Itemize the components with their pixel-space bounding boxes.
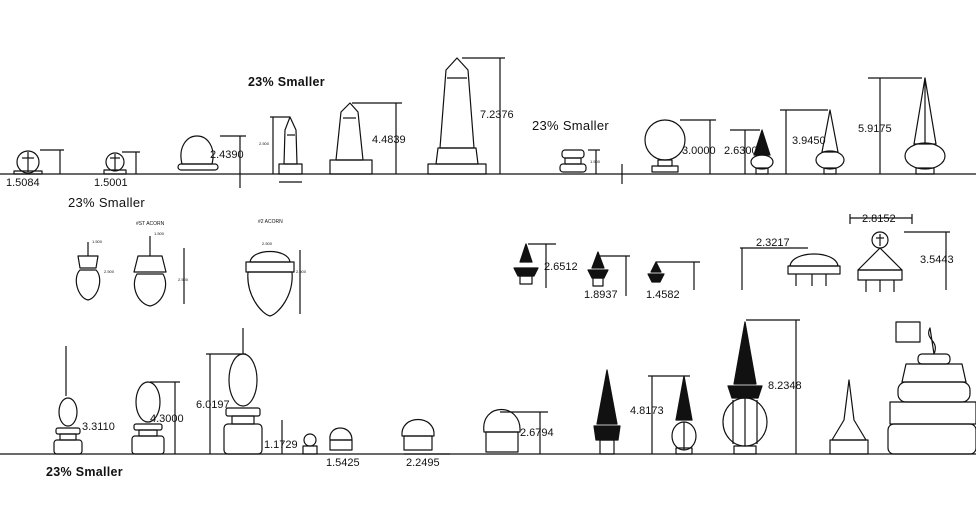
acorn-st-title: #ST ACORN — [136, 221, 165, 227]
dim-3000: 3.0000 — [682, 145, 716, 157]
dimension-r2-4 — [740, 247, 808, 290]
acorn-st-tag: 1.500 — [154, 231, 165, 236]
dimension-1 — [40, 149, 64, 174]
finial-stacked-pagoda — [887, 321, 976, 455]
scale-note-top-right: 23% Smaller — [532, 118, 609, 133]
dimension-8 — [680, 119, 716, 174]
acorn-st-height: 2.500 — [178, 277, 189, 282]
acorn-small-height: 2.500 — [104, 269, 115, 274]
finial-mini-ball — [302, 433, 318, 455]
finial-onion-medium — [401, 419, 435, 451]
dim-8234: 8.2348 — [768, 380, 802, 392]
finial-ball-cross-1 — [13, 150, 43, 175]
acorn-2 — [245, 250, 301, 317]
acorn-2-tag: 2.500 — [262, 241, 273, 246]
finial-black-2 — [587, 251, 609, 287]
dim-1172: 1.1729 — [264, 439, 298, 451]
dimension-9 — [730, 129, 760, 174]
dim-7237: 7.2376 — [480, 109, 514, 121]
dim-1893: 1.8937 — [584, 289, 618, 301]
acorn-small-tag: 1.500 — [92, 239, 103, 244]
dim-1508: 1.5084 — [6, 177, 40, 189]
dimension-r3-2 — [150, 381, 180, 454]
finial-spire-tall — [904, 77, 946, 175]
dim-5917: 5.9175 — [858, 123, 892, 135]
dim-1500-small: 1.500 — [590, 159, 601, 164]
dim-2815: 2.8152 — [862, 213, 896, 225]
dimension-r2-3 — [656, 261, 700, 290]
dim-3311: 3.3110 — [82, 421, 115, 433]
finial-cross-cap — [857, 231, 903, 292]
finial-round-cap — [177, 135, 219, 171]
finial-small-spire — [750, 129, 774, 175]
dimension-r2-1 — [528, 243, 556, 288]
finial-onion-small — [329, 427, 353, 451]
finial-small-turned — [559, 149, 600, 174]
dim-2651: 2.6512 — [544, 261, 578, 273]
dim-1500: 1.5001 — [94, 177, 128, 189]
finial-obelisk-tall — [427, 57, 487, 175]
dim-3945: 3.9450 — [792, 135, 826, 147]
dim-2439: 2.4390 — [210, 149, 244, 161]
finial-black-spire-tall — [722, 321, 768, 455]
finial-black-spire-1 — [593, 369, 621, 455]
dim-4483: 4.4839 — [372, 134, 406, 146]
dimension-r3-3 — [206, 353, 246, 454]
dimension-6 — [462, 57, 505, 174]
dimension-r3-9 — [746, 319, 800, 454]
acorn-2-height: 2.500 — [296, 269, 307, 274]
dimension-11 — [868, 77, 922, 174]
dimension-r3-8 — [648, 375, 690, 454]
finial-bell-spire — [829, 379, 869, 455]
finial-egg-tall — [223, 328, 263, 455]
dimension-2 — [122, 151, 140, 174]
scale-note-top-center: 23% Smaller — [248, 75, 325, 89]
dimension-3 — [220, 135, 246, 188]
dimension-5 — [352, 102, 402, 174]
dimension-r3-7 — [500, 411, 548, 454]
finial-egg-small — [53, 397, 83, 455]
finial-obelisk-medium — [329, 102, 373, 175]
finial-ball — [644, 119, 686, 173]
finial-black-1 — [513, 243, 539, 285]
dim-3544: 3.5443 — [920, 254, 954, 266]
finial-small-obelisk — [270, 116, 303, 183]
dimension-r2-2 — [600, 255, 630, 296]
dim-2321: 2.3217 — [756, 237, 790, 249]
dim-2249: 2.2495 — [406, 457, 440, 469]
dim-2630: 2.6300 — [724, 145, 758, 157]
dim-4300: 4.3000 — [150, 413, 184, 425]
scale-note-mid-left: 23% Smaller — [68, 195, 145, 210]
finial-egg-medium — [131, 381, 165, 455]
dimension-10 — [780, 109, 828, 174]
finial-black-spire-2 — [671, 375, 697, 455]
dim-2500-small: 2.500 — [259, 141, 270, 146]
dim-2679: 2.6794 — [520, 427, 554, 439]
acorn-2-title: #2 ACORN — [258, 219, 283, 225]
dim-1458: 1.4582 — [646, 289, 680, 301]
finial-ball-cross-2 — [103, 152, 127, 175]
finial-onion-large — [483, 409, 521, 453]
finial-dome-cap — [787, 253, 841, 286]
finial-black-3 — [647, 261, 665, 283]
acorn-small — [75, 242, 101, 301]
scale-note-bottom-left: 23% Smaller — [46, 465, 123, 479]
dim-1542: 1.5425 — [326, 457, 360, 469]
dim-4817: 4.8173 — [630, 405, 664, 417]
dimension-r2-5 — [849, 214, 950, 290]
acorn-st — [133, 236, 185, 307]
dim-6019: 6.0197 — [196, 399, 230, 411]
finial-spire-medium — [815, 109, 845, 175]
